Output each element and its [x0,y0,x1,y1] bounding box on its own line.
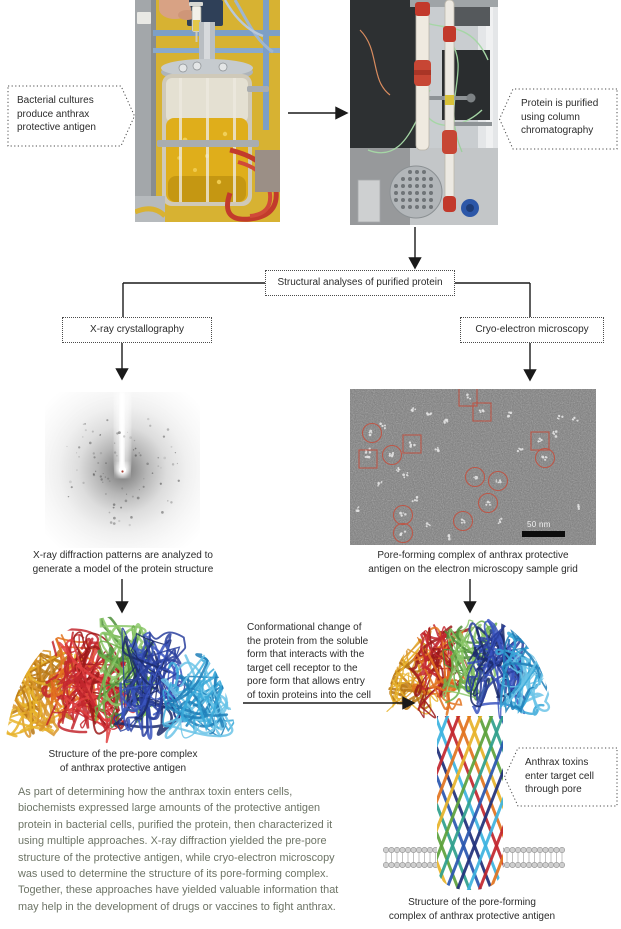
label-xray-crystallography: X-ray crystallography [62,317,212,343]
caption-pore: Structure of the pore-forming complex of… [388,897,556,922]
scalebar-bar [522,531,565,537]
scalebar-label: 50 nm [527,520,551,529]
bioreactor-photo [135,0,280,222]
perforated-plate-holes [394,170,433,209]
conformational-note: Conformational change of the protein fro… [247,622,371,701]
label-bacterial-cultures: Bacterial cultures produce anthrax prote… [17,95,96,133]
caption-xray: X-ray diffraction patterns are analyzed … [32,550,214,575]
xray-diffraction-overlay [66,392,180,527]
prepore-structure [5,616,238,744]
xray-diffraction-image [45,392,200,548]
chromatography-photo [350,0,498,225]
label-structural-analyses: Structural analyses of purified protein [265,270,455,296]
summary-paragraph: As part of determining how the anthrax t… [18,786,339,913]
cryoem-micrograph [350,389,596,545]
pore-barrel [437,716,503,890]
label-cryo-em: Cryo-electron microscopy [460,317,604,343]
label-protein-purified: Protein is purified using column chromat… [521,98,599,136]
caption-cryoem: Pore-forming complex of anthrax protecti… [368,550,578,575]
label-anthrax-toxins: Anthrax toxins enter target cell through… [525,757,594,795]
caption-prepore: Structure of the pre-pore complex of ant… [48,749,198,774]
